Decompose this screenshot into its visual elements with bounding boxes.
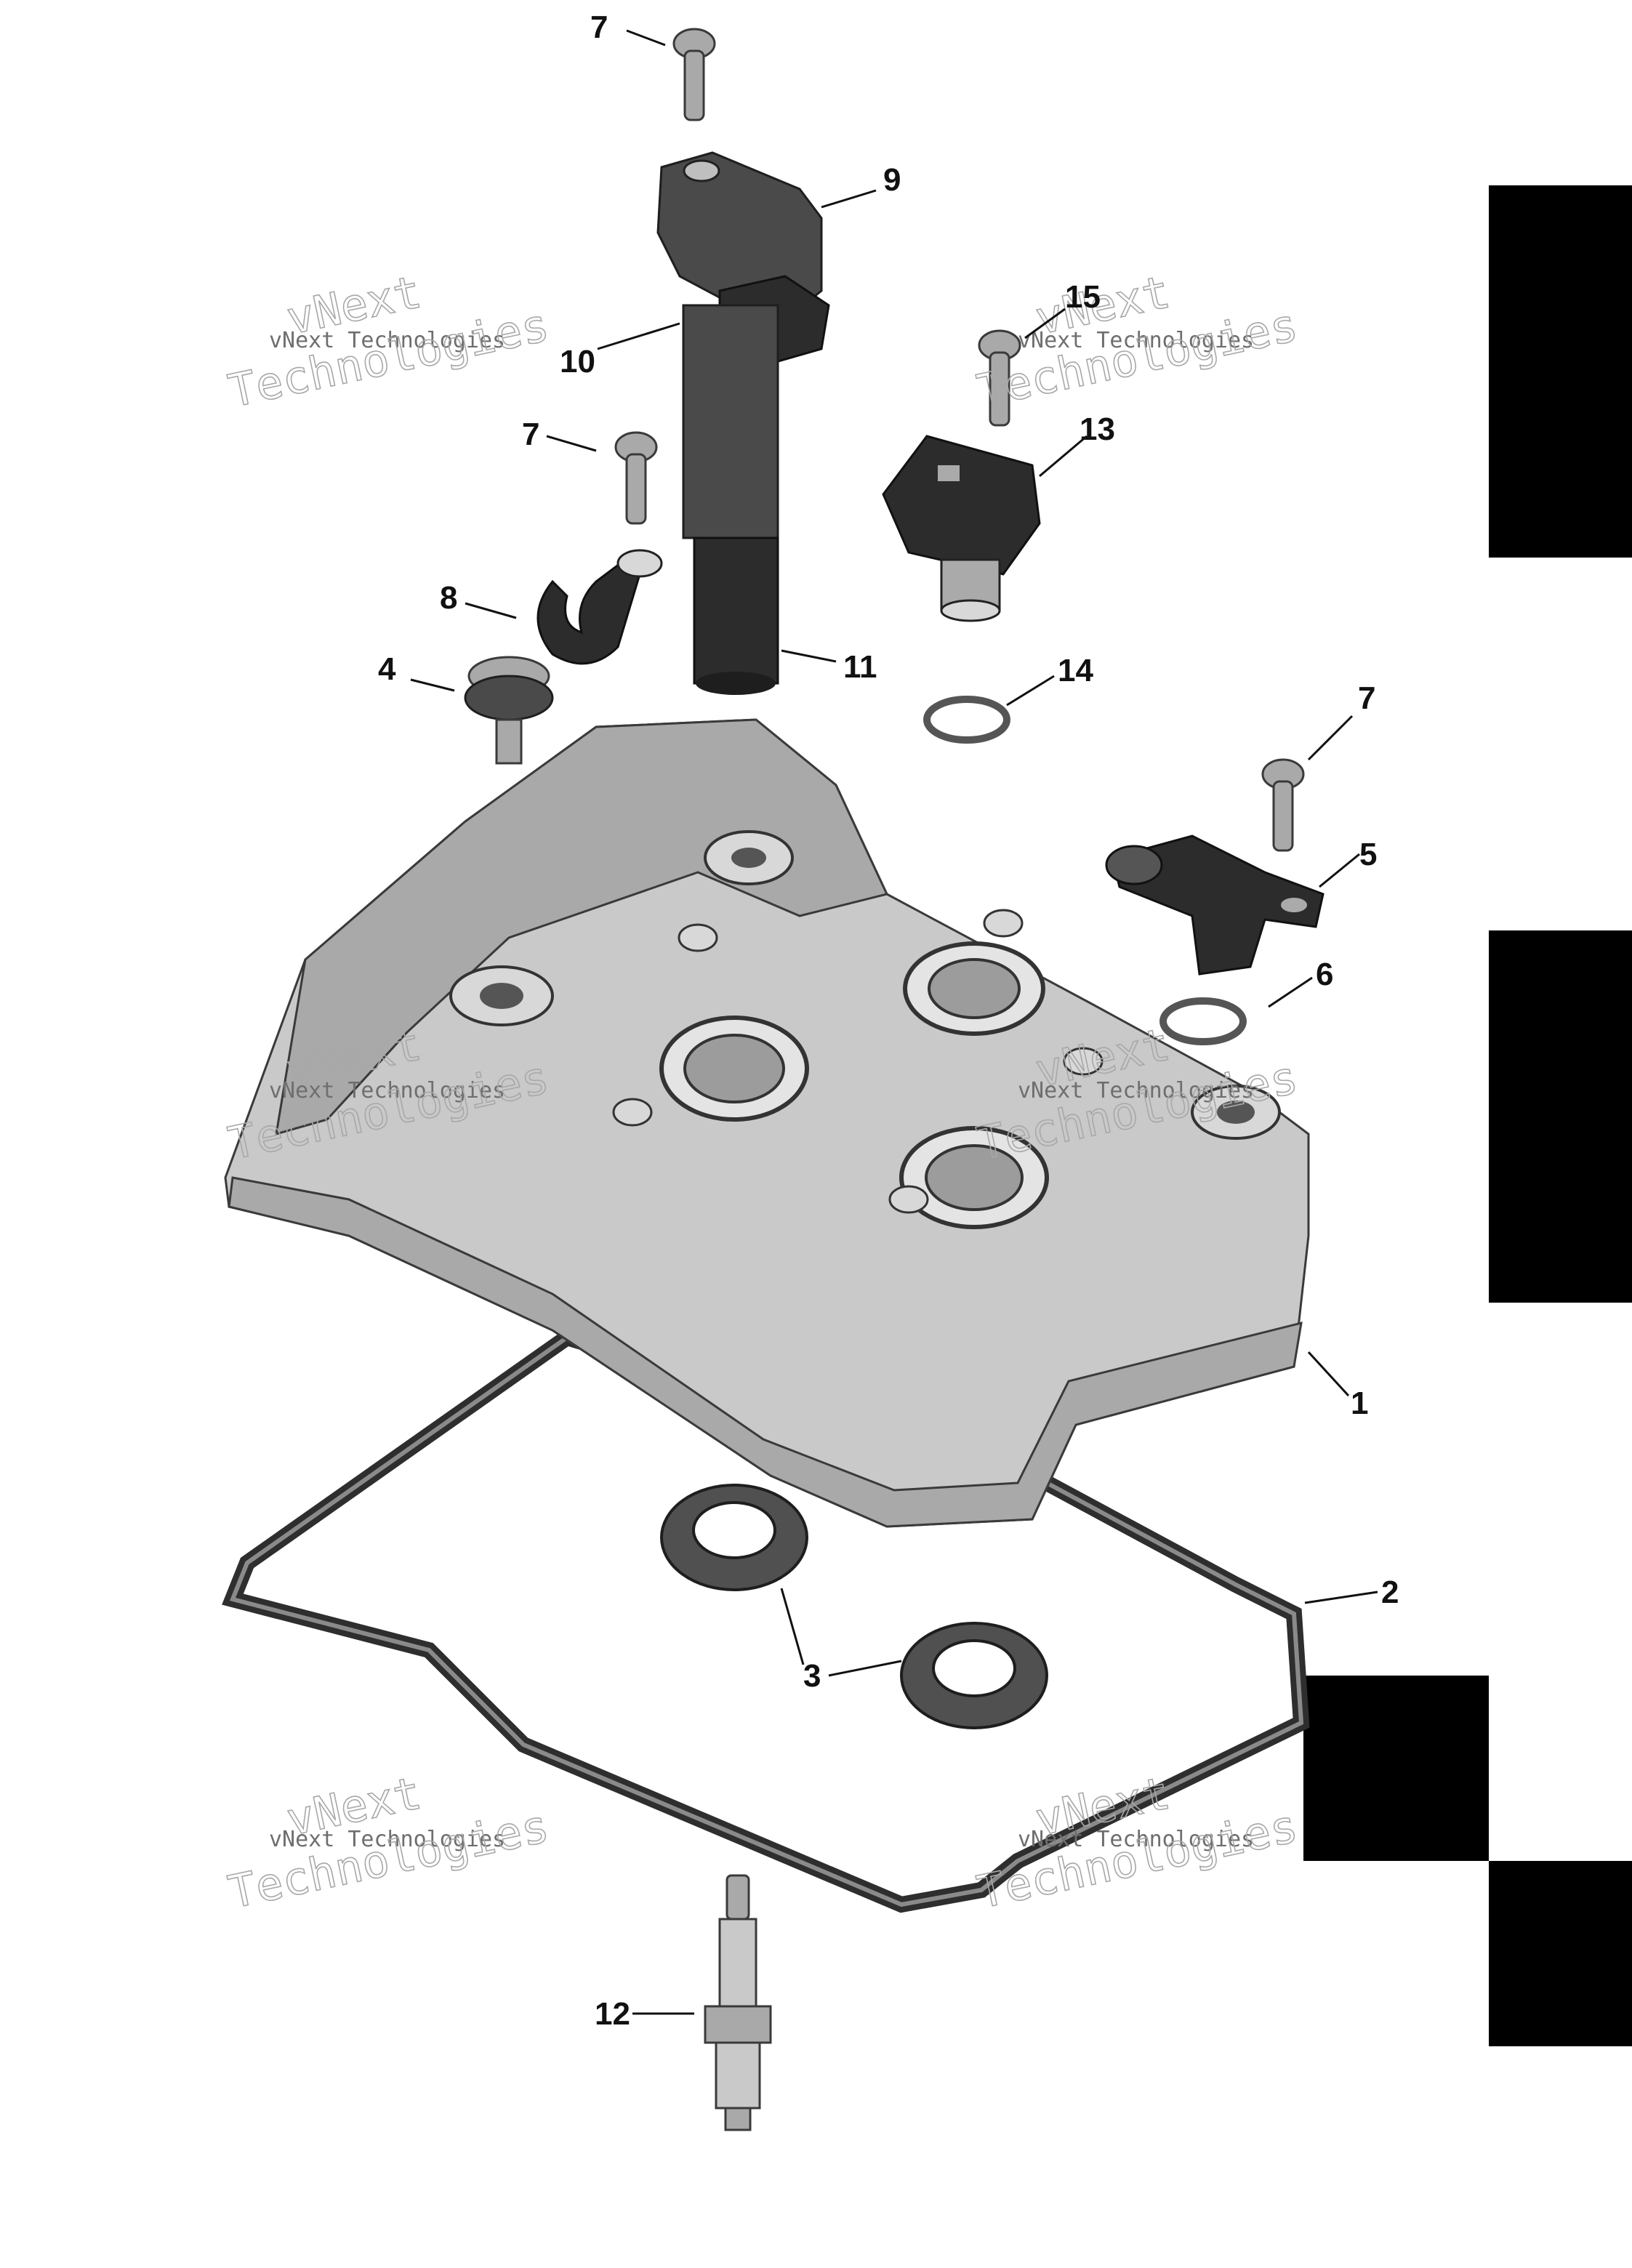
svg-text:vNext Technologies: vNext Technologies bbox=[269, 328, 505, 353]
leader-line bbox=[410, 678, 455, 692]
callout-13: 13 bbox=[1080, 411, 1115, 447]
callout-11: 11 bbox=[843, 649, 877, 685]
o-ring bbox=[1159, 997, 1247, 1045]
callout-1: 1 bbox=[1351, 1386, 1368, 1421]
leader-line bbox=[546, 435, 597, 452]
leader-line bbox=[780, 1588, 805, 1665]
leader-line bbox=[1319, 853, 1360, 888]
spark-plug-tube-seal bbox=[900, 1622, 1048, 1729]
leader-line bbox=[1006, 675, 1055, 707]
spark-plug bbox=[704, 1874, 772, 2131]
edge-tab-marker bbox=[1489, 930, 1632, 1303]
valve-cover bbox=[224, 718, 1310, 1528]
watermark: vNext Technologies Technologies vNext bbox=[223, 1766, 554, 1920]
camshaft-position-sensor bbox=[882, 435, 1041, 622]
leader-line bbox=[1024, 307, 1066, 339]
screw bbox=[978, 329, 1021, 427]
svg-text:vNext Technologies: vNext Technologies bbox=[269, 1078, 505, 1103]
leader-line bbox=[828, 1660, 902, 1677]
leader-line bbox=[1307, 715, 1354, 761]
p-clamp bbox=[536, 549, 663, 665]
leader-line bbox=[597, 322, 680, 350]
spark-plug-tube-seal bbox=[660, 1484, 808, 1591]
screw bbox=[1261, 758, 1305, 852]
watermark: vNext Technologies Technologies vNext bbox=[972, 1766, 1303, 1920]
callout-5: 5 bbox=[1359, 837, 1377, 872]
edge-tab-marker bbox=[1303, 1676, 1489, 1861]
screw bbox=[614, 431, 658, 525]
svg-text:vNext Technologies: vNext Technologies bbox=[1018, 1078, 1254, 1103]
watermark: vNext Technologies Technologies vNext bbox=[223, 265, 554, 419]
leader-line bbox=[465, 602, 517, 619]
watermark: vNext Technologies Technologies vNext bbox=[972, 265, 1303, 419]
callout-7: 7 bbox=[1358, 680, 1375, 716]
leader-line bbox=[1039, 435, 1088, 478]
leader-line bbox=[821, 189, 877, 209]
callout-8: 8 bbox=[440, 580, 457, 616]
leader-line bbox=[1268, 976, 1313, 1008]
svg-text:vNext Technologies: vNext Technologies bbox=[269, 1827, 505, 1852]
grommet-bolt bbox=[464, 656, 554, 765]
leader-line bbox=[626, 29, 666, 47]
coolant-temperature-sensor bbox=[1105, 835, 1325, 976]
callout-3: 3 bbox=[803, 1658, 821, 1694]
callout-4: 4 bbox=[378, 651, 396, 687]
callout-12: 12 bbox=[595, 1996, 630, 2032]
ignition-coil bbox=[656, 151, 830, 695]
edge-tab-marker bbox=[1489, 185, 1632, 558]
callout-6: 6 bbox=[1316, 957, 1333, 992]
callout-9: 9 bbox=[883, 162, 901, 198]
edge-tab-marker bbox=[1489, 1861, 1632, 2046]
leader-line bbox=[781, 649, 837, 663]
callout-10: 10 bbox=[560, 344, 595, 379]
o-ring bbox=[923, 696, 1010, 744]
svg-text:vNext Technologies: vNext Technologies bbox=[1018, 1827, 1254, 1852]
screw bbox=[672, 28, 716, 121]
leader-line bbox=[1304, 1591, 1378, 1604]
callout-7: 7 bbox=[590, 9, 608, 45]
svg-text:vNext Technologies: vNext Technologies bbox=[1018, 328, 1254, 353]
callout-2: 2 bbox=[1381, 1575, 1399, 1610]
callout-7: 7 bbox=[522, 417, 539, 452]
leader-line bbox=[1307, 1351, 1350, 1397]
callout-14: 14 bbox=[1058, 653, 1093, 688]
callout-15: 15 bbox=[1065, 279, 1101, 315]
